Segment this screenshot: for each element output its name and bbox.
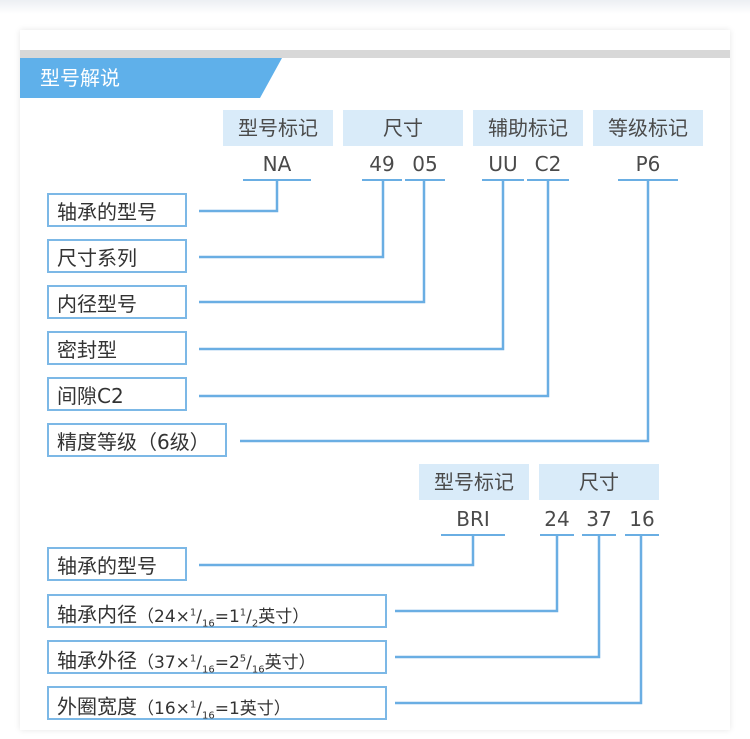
label-precision-grade: 精度等级（6级）: [47, 423, 227, 457]
label2-width-formula: （16×1/16=1英寸）: [137, 698, 291, 722]
label-clearance-c2: 间隙C2: [47, 377, 187, 411]
label2-outer-width: 外圈宽度（16×1/16=1英寸）: [47, 686, 387, 722]
code-49: 49: [369, 152, 395, 176]
label-size-series: 尺寸系列: [47, 239, 187, 273]
connector-37: [395, 535, 601, 659]
code-24: 24: [544, 507, 570, 531]
connector-na: [199, 180, 279, 213]
label2-width-name: 外圈宽度: [57, 694, 137, 719]
header-size: 尺寸: [343, 110, 463, 146]
header2-size: 尺寸: [539, 464, 659, 500]
label-bearing-model: 轴承的型号: [47, 193, 187, 227]
connector-c2: [199, 180, 550, 398]
label2-bearing-model: 轴承的型号: [47, 547, 187, 581]
code-p6: P6: [635, 152, 661, 176]
label-bore-code: 内径型号: [47, 285, 187, 319]
top-shadow: [0, 0, 750, 14]
header2-model-mark: 型号标记: [419, 464, 529, 500]
label2-bore-diameter: 轴承内径（24×1/16=11/2英寸）: [47, 594, 387, 630]
connector-bri: [199, 535, 475, 567]
code-16: 16: [629, 507, 655, 531]
header-aux-mark: 辅助标记: [473, 110, 583, 146]
connector-uu: [199, 180, 505, 351]
connector-49: [199, 180, 385, 259]
code-05: 05: [412, 152, 438, 176]
section-title: 型号解说: [40, 66, 120, 90]
section-header-strip: [20, 50, 730, 58]
label2-outer-diameter: 轴承外径（37×1/16=25/16英寸）: [47, 640, 387, 676]
code-37: 37: [586, 507, 612, 531]
code-c2: C2: [534, 152, 562, 176]
label2-bore-formula: （24×1/16=11/2英寸）: [137, 606, 310, 630]
code-uu: UU: [488, 152, 518, 176]
label2-outer-formula: （37×1/16=25/16英寸）: [137, 652, 316, 676]
connector-05: [199, 180, 426, 304]
connector-16: [395, 535, 643, 705]
label2-bore-name: 轴承内径: [57, 602, 137, 627]
code-bri: BRI: [456, 507, 490, 531]
code-na: NA: [262, 152, 292, 176]
header-model-mark: 型号标记: [223, 110, 333, 146]
label2-outer-name: 轴承外径: [57, 648, 137, 673]
header-grade-mark: 等级标记: [593, 110, 703, 146]
label-seal-type: 密封型: [47, 331, 187, 365]
connector-p6: [240, 180, 650, 443]
section-header-tab: [20, 58, 282, 98]
connector-24: [395, 535, 559, 613]
